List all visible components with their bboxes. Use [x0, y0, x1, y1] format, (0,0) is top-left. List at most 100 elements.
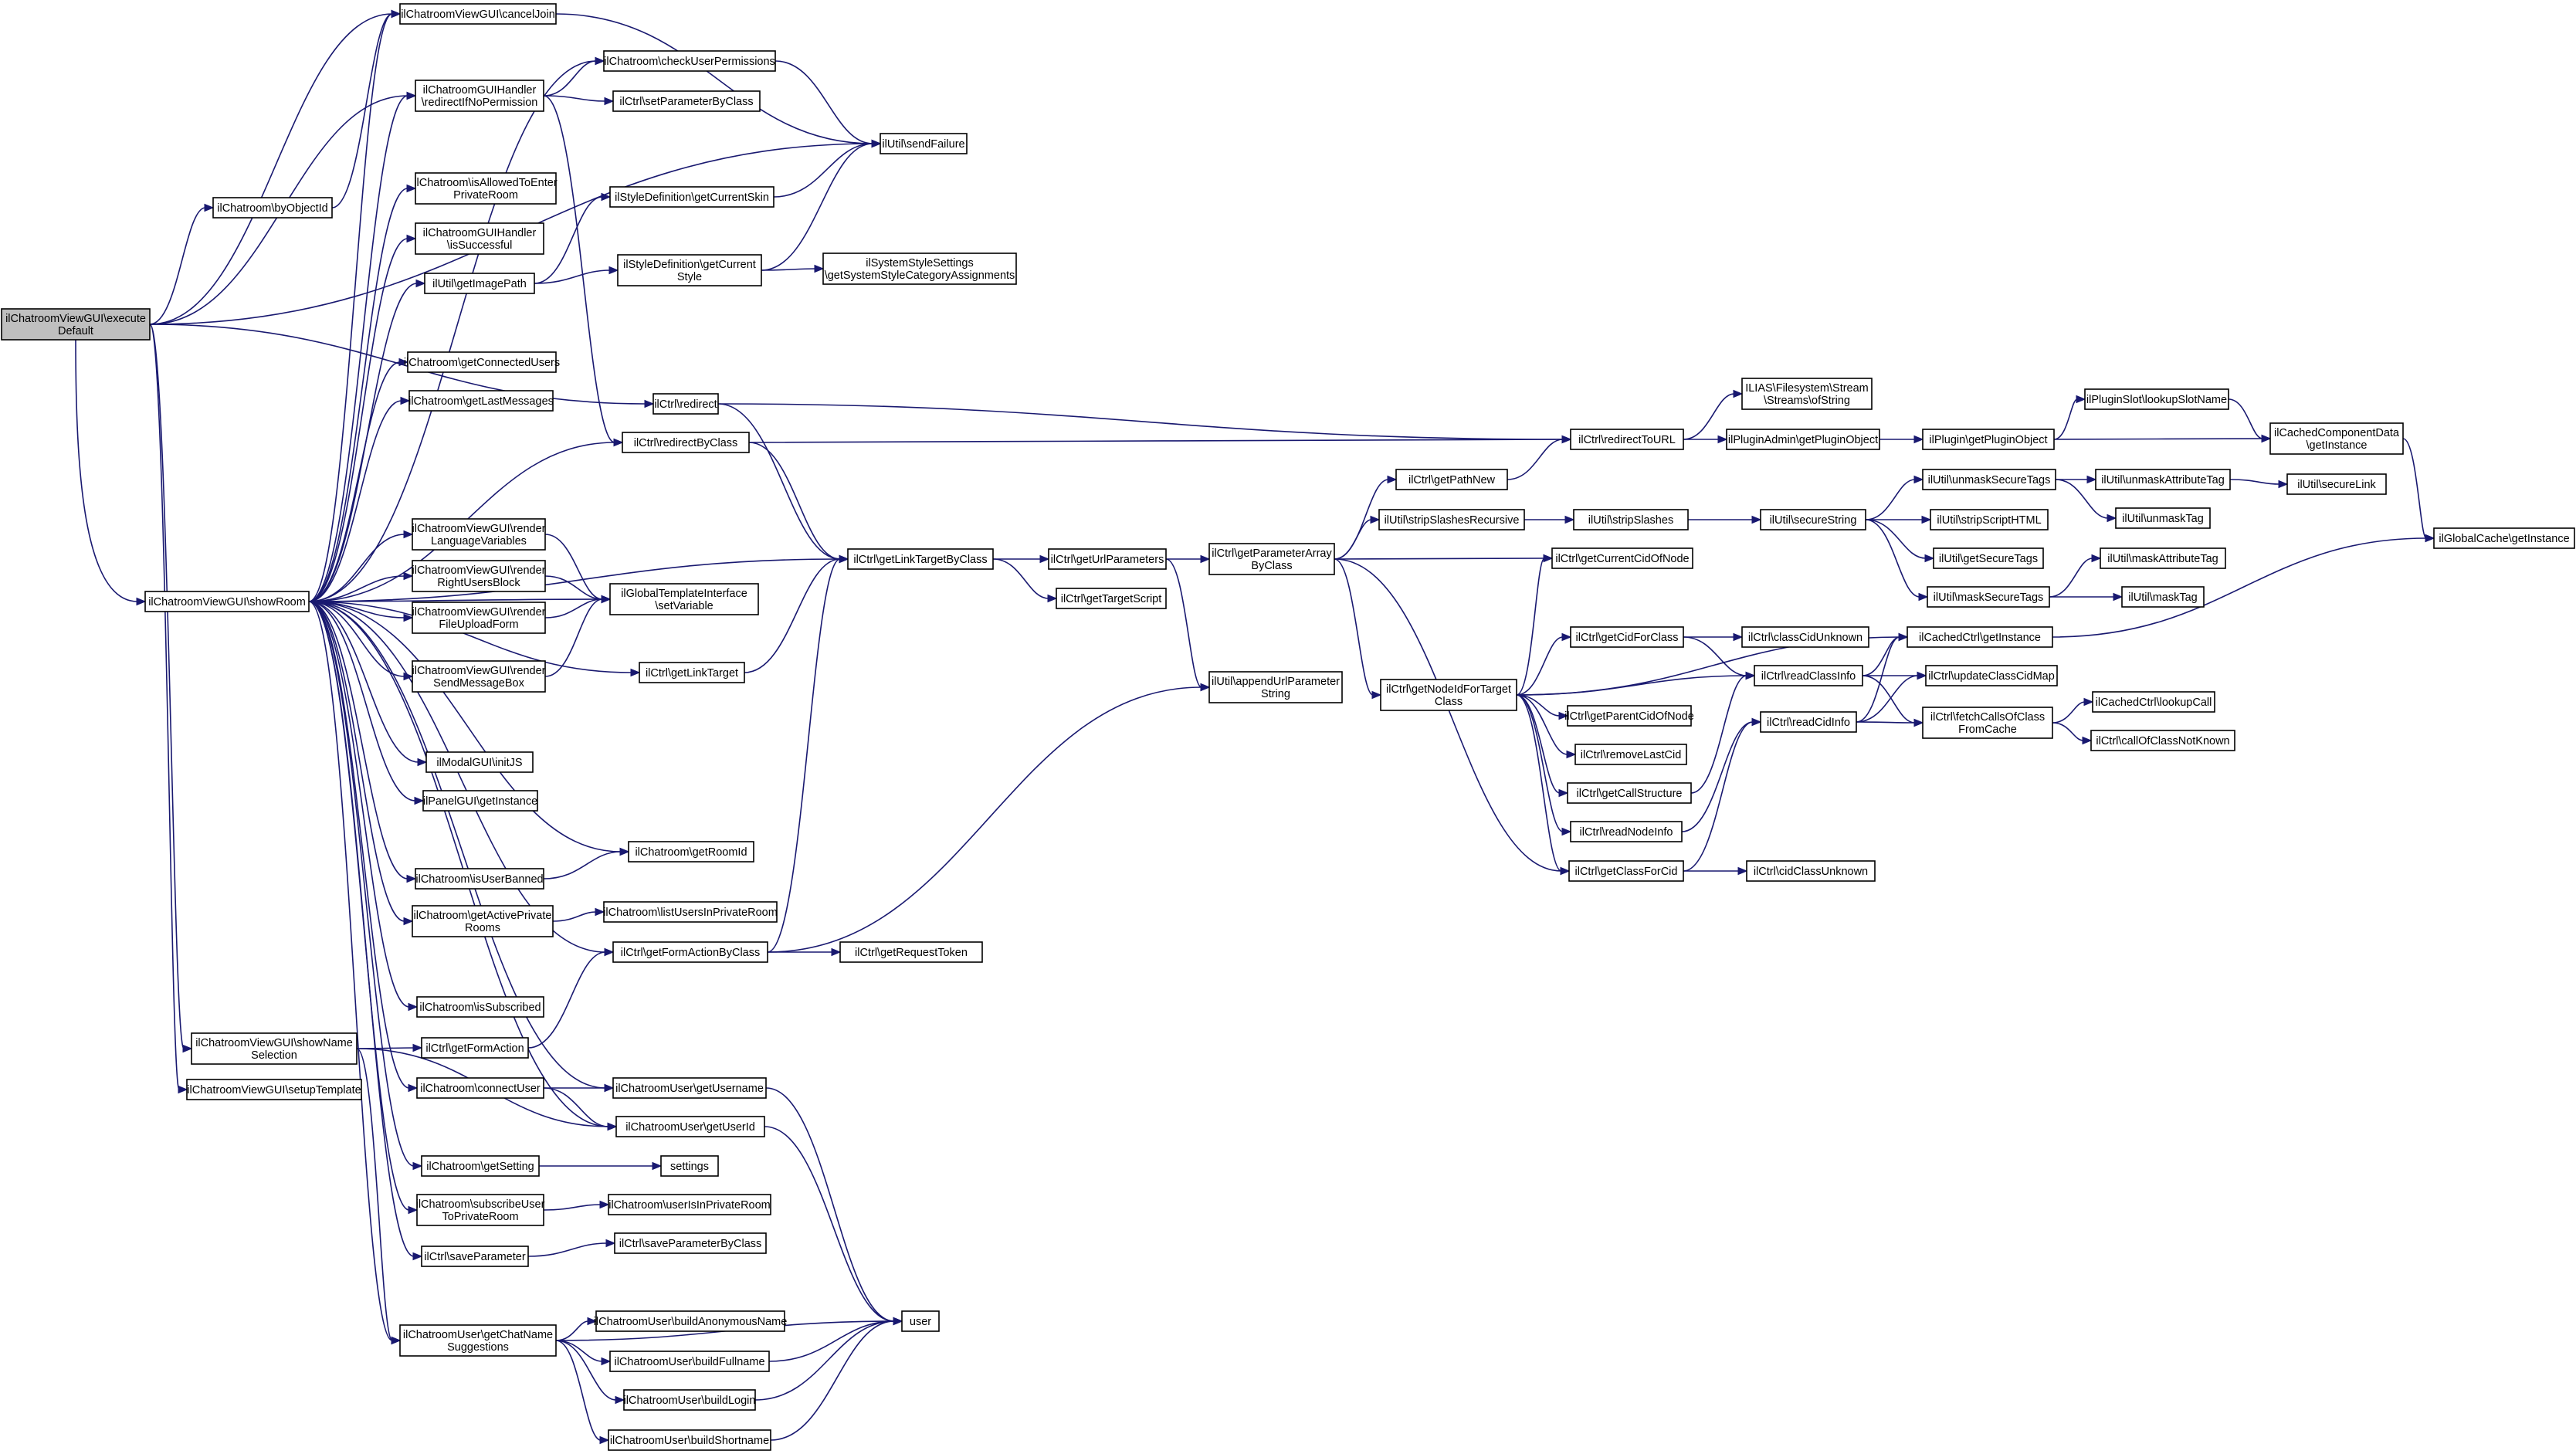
node-box[interactable]	[1056, 588, 1167, 609]
node-box[interactable]	[412, 602, 546, 634]
node-box[interactable]	[617, 254, 762, 286]
node-box[interactable]	[1930, 509, 2049, 530]
node-getFormActionByClass[interactable]: ilCtrl\getFormActionByClass	[612, 941, 768, 963]
node-box[interactable]	[416, 996, 544, 1018]
node-cachedCompGetInst[interactable]: ilCachedComponentData\getInstance	[2269, 422, 2404, 455]
node-getFormAction[interactable]: ilCtrl\getFormAction	[421, 1037, 529, 1059]
node-box[interactable]	[415, 222, 544, 255]
node-box[interactable]	[612, 1077, 767, 1099]
node-box[interactable]	[2121, 586, 2205, 608]
node-getCallStructure[interactable]: ilCtrl\getCallStructure	[1567, 782, 1692, 804]
node-getSecureTags[interactable]: ilUtil\getSecureTags	[1933, 547, 2044, 569]
node-box[interactable]	[1380, 679, 1517, 711]
node-getUsername[interactable]: ilChatroomUser\getUsername	[612, 1077, 767, 1099]
node-getPluginObj[interactable]: ilPlugin\getPluginObject	[1922, 429, 2055, 450]
node-lookupSlotName[interactable]: ilPluginSlot\lookupSlotName	[2084, 388, 2229, 410]
node-buildFullname[interactable]: ilChatroomUser\buildFullname	[609, 1351, 770, 1372]
node-box[interactable]	[1760, 711, 1857, 733]
node-isUserBanned[interactable]: ilChatroom\isUserBanned	[415, 868, 544, 890]
node-isSuccessful[interactable]: ilChatroomGUIHandler\isSuccessful	[415, 222, 544, 255]
node-box[interactable]	[1208, 543, 1335, 575]
node-box[interactable]	[847, 548, 994, 570]
node-byObjectId[interactable]: ilChatroom\byObjectId	[212, 197, 333, 219]
node-setupTemplate[interactable]: ilChatroomViewGUI\setupTemplate	[186, 1079, 362, 1100]
node-box[interactable]	[609, 583, 759, 615]
node-box[interactable]	[614, 1232, 767, 1254]
node-box[interactable]	[2084, 388, 2229, 410]
node-box[interactable]	[1208, 671, 1343, 703]
node-cancelJoin[interactable]: ilChatroomViewGUI\cancelJoin	[399, 3, 557, 25]
node-settings[interactable]: settings	[660, 1155, 719, 1177]
node-box[interactable]	[612, 941, 768, 963]
node-getRequestToken[interactable]: ilCtrl\getRequestToken	[839, 941, 983, 963]
node-getLastMessages[interactable]: ilChatroom\getLastMessages	[408, 390, 554, 412]
node-box[interactable]	[2100, 547, 2226, 569]
node-lookupCall[interactable]: ilCachedCtrl\lookupCall	[2092, 691, 2215, 713]
node-buildAnon[interactable]: ilChatroomUser\buildAnonymousName	[594, 1310, 788, 1332]
node-box[interactable]	[424, 273, 535, 294]
node-box[interactable]	[652, 393, 719, 415]
node-unmaskAttrTag[interactable]: ilUtil\unmaskAttributeTag	[2095, 469, 2231, 490]
node-readClassInfo[interactable]: ilCtrl\readClassInfo	[1754, 665, 1863, 686]
node-box[interactable]	[1746, 860, 1876, 882]
node-unmaskSecureTags[interactable]: ilUtil\unmaskSecureTags	[1922, 469, 2056, 490]
node-getUserId[interactable]: ilChatroomUser\getUserId	[615, 1116, 765, 1137]
node-redirectIfNoPerm[interactable]: ilChatroomGUIHandler\redirectIfNoPermiss…	[415, 80, 544, 112]
node-cidClassUnknown[interactable]: ilCtrl\cidClassUnknown	[1746, 860, 1876, 882]
node-redirect[interactable]: ilCtrl\redirect	[652, 393, 719, 415]
node-checkUserPerm[interactable]: ilChatroom\checkUserPermissions	[603, 50, 776, 72]
node-setParamByClass[interactable]: ilCtrl\setParameterByClass	[612, 90, 761, 112]
node-getCurrentSkin[interactable]: ilStyleDefinition\getCurrentSkin	[609, 186, 774, 208]
node-box[interactable]	[839, 941, 983, 963]
node-box[interactable]	[415, 868, 544, 890]
node-box[interactable]	[1922, 469, 2056, 490]
node-box[interactable]	[1570, 429, 1684, 450]
node-showRoom[interactable]: ilChatroomViewGUI\showRoom	[144, 591, 310, 612]
node-box[interactable]	[1567, 705, 1692, 727]
node-getCidForClass[interactable]: ilCtrl\getCidForClass	[1570, 626, 1684, 648]
node-box[interactable]	[2269, 422, 2404, 455]
node-box[interactable]	[1925, 665, 2058, 686]
node-box[interactable]	[415, 80, 544, 112]
node-box[interactable]	[612, 90, 761, 112]
node-readCidInfo[interactable]: ilCtrl\readCidInfo	[1760, 711, 1857, 733]
node-box[interactable]	[2115, 507, 2211, 529]
node-box[interactable]	[615, 1116, 765, 1137]
node-getClassForCid[interactable]: ilCtrl\getClassForCid	[1568, 860, 1684, 882]
node-connectUser[interactable]: ilChatroom\connectUser	[416, 1077, 544, 1099]
node-stripSlashes[interactable]: ilUtil\stripSlashes	[1573, 509, 1689, 530]
node-box[interactable]	[1395, 469, 1508, 490]
node-callOfClassNotKnown[interactable]: ilCtrl\callOfClassNotKnown	[2090, 730, 2235, 751]
node-box[interactable]	[1048, 548, 1167, 570]
node-getRoomId[interactable]: ilChatroom\getRoomId	[628, 841, 754, 863]
node-box[interactable]	[415, 172, 557, 205]
node-globalCacheGetInst[interactable]: ilGlobalCache\getInstance	[2433, 527, 2575, 549]
node-isSubscribed[interactable]: ilChatroom\isSubscribed	[416, 996, 544, 1018]
node-box[interactable]	[1378, 509, 1525, 530]
node-box[interactable]	[2090, 730, 2235, 751]
node-box[interactable]	[416, 1194, 544, 1226]
node-getSetting[interactable]: ilChatroom\getSetting	[421, 1155, 540, 1177]
node-box[interactable]	[399, 1324, 557, 1357]
node-userIsInPriv[interactable]: ilChatroom\userIsInPrivateRoom	[608, 1194, 771, 1215]
node-box[interactable]	[595, 1310, 785, 1332]
node-box[interactable]	[412, 905, 554, 937]
node-getPathNew[interactable]: ilCtrl\getPathNew	[1395, 469, 1508, 490]
node-getImagePath[interactable]: ilUtil\getImagePath	[424, 273, 535, 294]
node-box[interactable]	[1551, 547, 1693, 569]
node-secureLink[interactable]: ilUtil\secureLink	[2286, 473, 2387, 495]
node-box[interactable]	[412, 518, 546, 551]
node-getLinkTarget[interactable]: ilCtrl\getLinkTarget	[639, 662, 745, 683]
node-box[interactable]	[1741, 626, 1869, 648]
node-saveParameter[interactable]: ilCtrl\saveParameter	[421, 1246, 529, 1267]
